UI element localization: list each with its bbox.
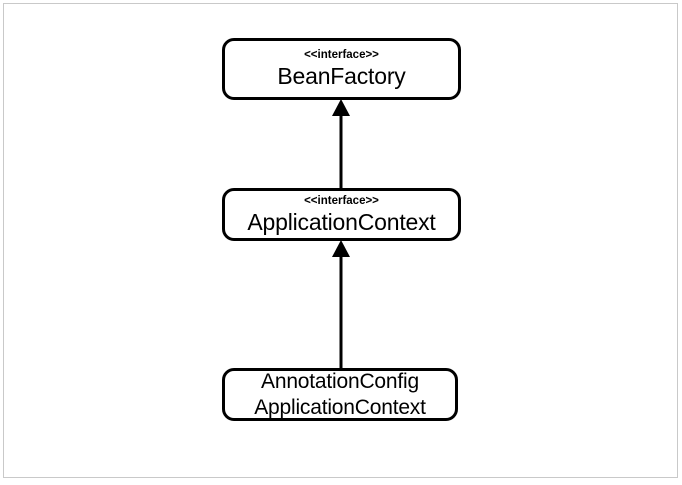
uml-node-beanfactory[interactable]: <<interface>> BeanFactory (222, 38, 461, 100)
arrow-head-triangle-icon (332, 99, 350, 116)
class-name-label-line2: ApplicationContext (254, 395, 426, 419)
class-name-label: BeanFactory (277, 63, 406, 89)
class-name-label: ApplicationContext (247, 208, 436, 235)
generalization-arrow-annotationconfig-to-applicationcontext (332, 240, 350, 370)
stereotype-label: <<interface>> (304, 49, 379, 61)
generalization-arrow-applicationcontext-to-beanfactory (332, 99, 350, 190)
arrow-head-triangle-icon (332, 240, 350, 257)
stereotype-label: <<interface>> (304, 194, 379, 207)
uml-node-applicationcontext[interactable]: <<interface>> ApplicationContext (222, 188, 461, 241)
uml-node-annotationconfigapplicationcontext[interactable]: AnnotationConfig ApplicationContext (222, 368, 458, 421)
class-name-label-line1: AnnotationConfig (261, 369, 419, 393)
